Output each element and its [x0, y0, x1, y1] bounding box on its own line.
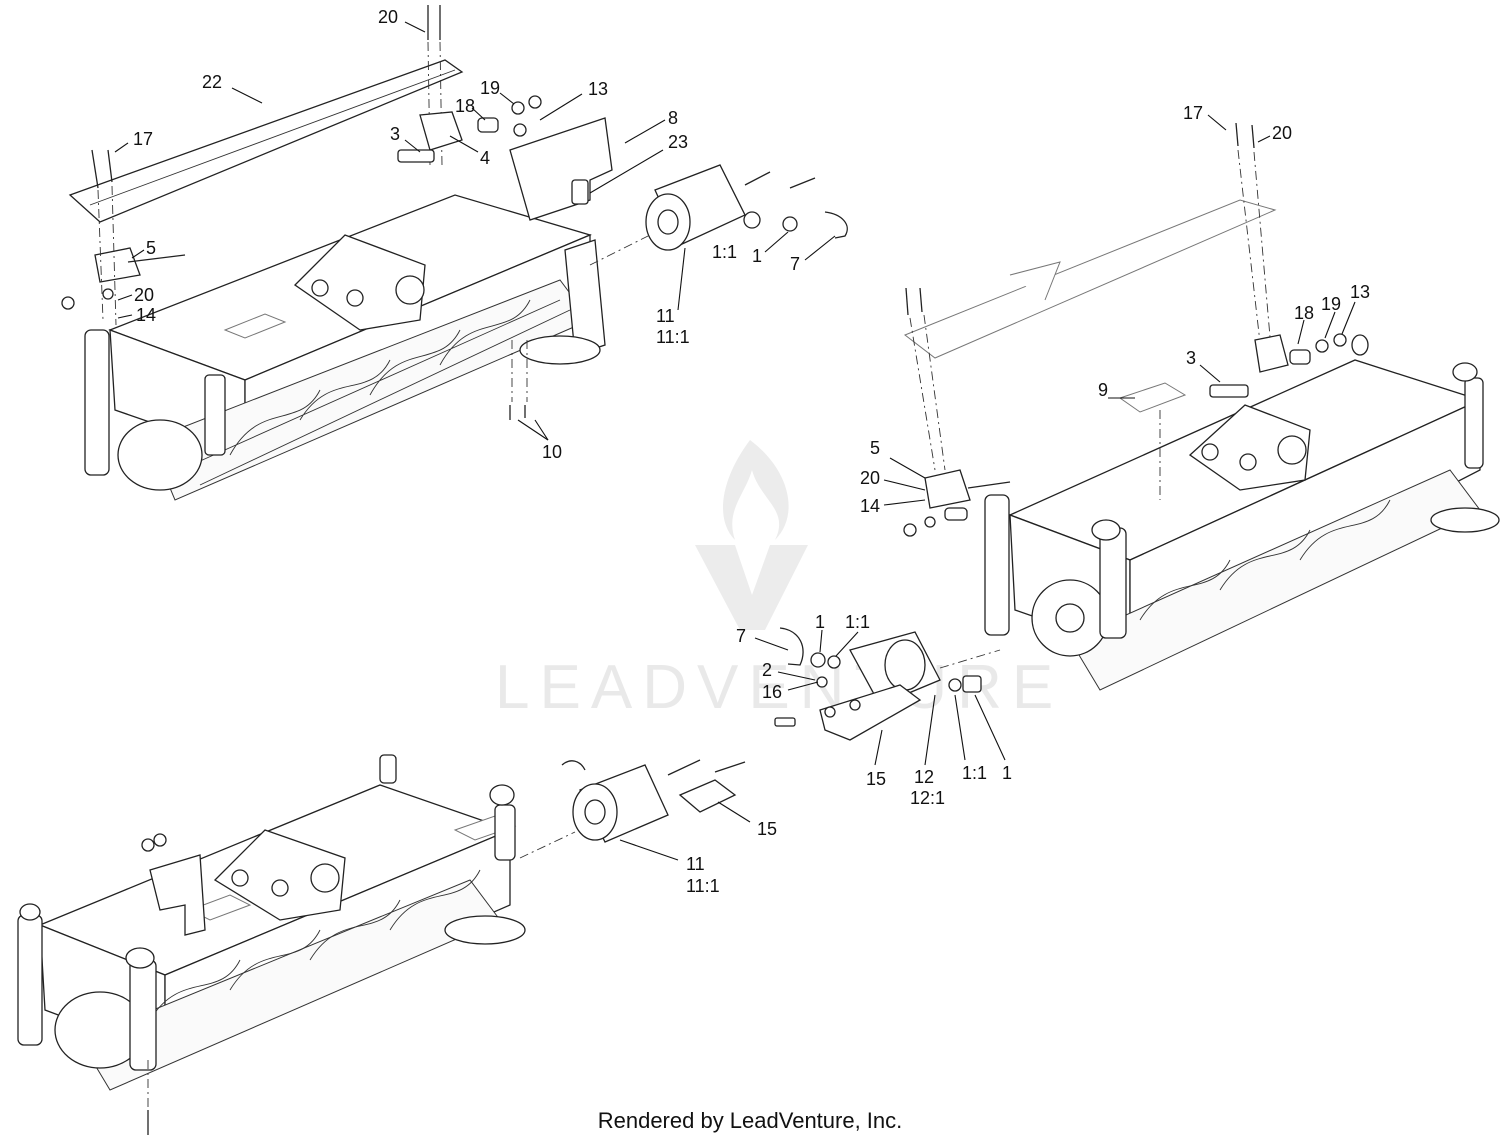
callout-11-1-b: 11:1	[686, 876, 720, 896]
callout-10: 10	[542, 442, 562, 462]
hydraulic-motor-right-part	[849, 631, 1001, 706]
lift-bracket-part-bottom	[213, 829, 346, 921]
callout-1: 1	[752, 246, 762, 266]
callout-19-b: 19	[1321, 294, 1341, 314]
callout-23: 23	[668, 132, 688, 152]
height-adjuster-part	[84, 329, 110, 476]
callout-15-b: 15	[757, 819, 777, 839]
callout-18: 18	[455, 96, 475, 116]
leader-lines	[114, 21, 1356, 861]
hydraulic-motor-bottom-part	[519, 764, 669, 859]
callout-19: 19	[480, 78, 500, 98]
callout-3-b: 3	[1186, 348, 1196, 368]
callout-2: 2	[762, 660, 772, 680]
top-shield-part	[68, 59, 464, 223]
footer-credit: Rendered by LeadVenture, Inc.	[597, 1108, 903, 1133]
callout-20-b: 20	[134, 285, 154, 305]
callout-11: 11	[656, 306, 675, 326]
watermark-logo-icon	[695, 440, 808, 630]
callout-9: 9	[1098, 380, 1108, 400]
callout-15: 15	[866, 769, 886, 789]
height-adjuster-part-bottom	[17, 914, 43, 1046]
callout-5: 5	[146, 238, 156, 258]
callout-17: 17	[133, 129, 153, 149]
callout-3: 3	[390, 124, 400, 144]
callout-20: 20	[378, 7, 398, 27]
height-adjuster-part-right	[984, 494, 1010, 636]
cutting-unit-right	[774, 122, 1500, 741]
callout-13-b: 13	[1350, 282, 1370, 302]
callout-22: 22	[202, 72, 222, 92]
callout-11-b: 11	[686, 854, 705, 874]
cutting-unit-bottom-left	[17, 754, 746, 1135]
callout-1-b: 1	[815, 612, 825, 632]
hydraulic-motor-top-part	[589, 164, 746, 266]
lift-bracket-part-right	[1188, 404, 1311, 491]
callout-14-b: 14	[860, 496, 880, 516]
callout-8: 8	[668, 108, 678, 128]
callout-1-1-b: 1:1	[845, 612, 870, 632]
side-plate-part	[564, 239, 606, 356]
callout-1-c: 1	[1002, 763, 1012, 783]
callout-17-b: 17	[1183, 103, 1203, 123]
callout-labels: 20 22 19 13 18 17 3 4 8 23 5 20 14 1:1 1…	[133, 7, 1370, 896]
callout-18-b: 18	[1294, 303, 1314, 323]
top-shield-part-right	[904, 199, 1277, 359]
callout-14: 14	[136, 305, 156, 325]
callout-1-1: 1:1	[712, 242, 737, 262]
callout-7: 7	[790, 254, 800, 274]
callout-13: 13	[588, 79, 608, 99]
callout-20-d: 20	[860, 468, 880, 488]
callout-12-1: 12:1	[910, 788, 945, 808]
callout-1-1-c: 1:1	[962, 763, 987, 783]
callout-11-1: 11:1	[656, 327, 690, 347]
motor-bracket-part-right	[819, 684, 922, 741]
callout-20-c: 20	[1272, 123, 1292, 143]
callout-16: 16	[762, 682, 782, 702]
callout-12: 12	[914, 767, 934, 787]
callout-4: 4	[480, 148, 490, 168]
motor-bracket-part-bottom	[678, 779, 737, 813]
counterweight-plate-part-bottom	[149, 854, 206, 936]
cutting-unit-top-left	[61, 5, 848, 501]
callout-7-b: 7	[736, 626, 746, 646]
bearing-housing-part	[117, 419, 203, 491]
callout-5-b: 5	[870, 438, 880, 458]
